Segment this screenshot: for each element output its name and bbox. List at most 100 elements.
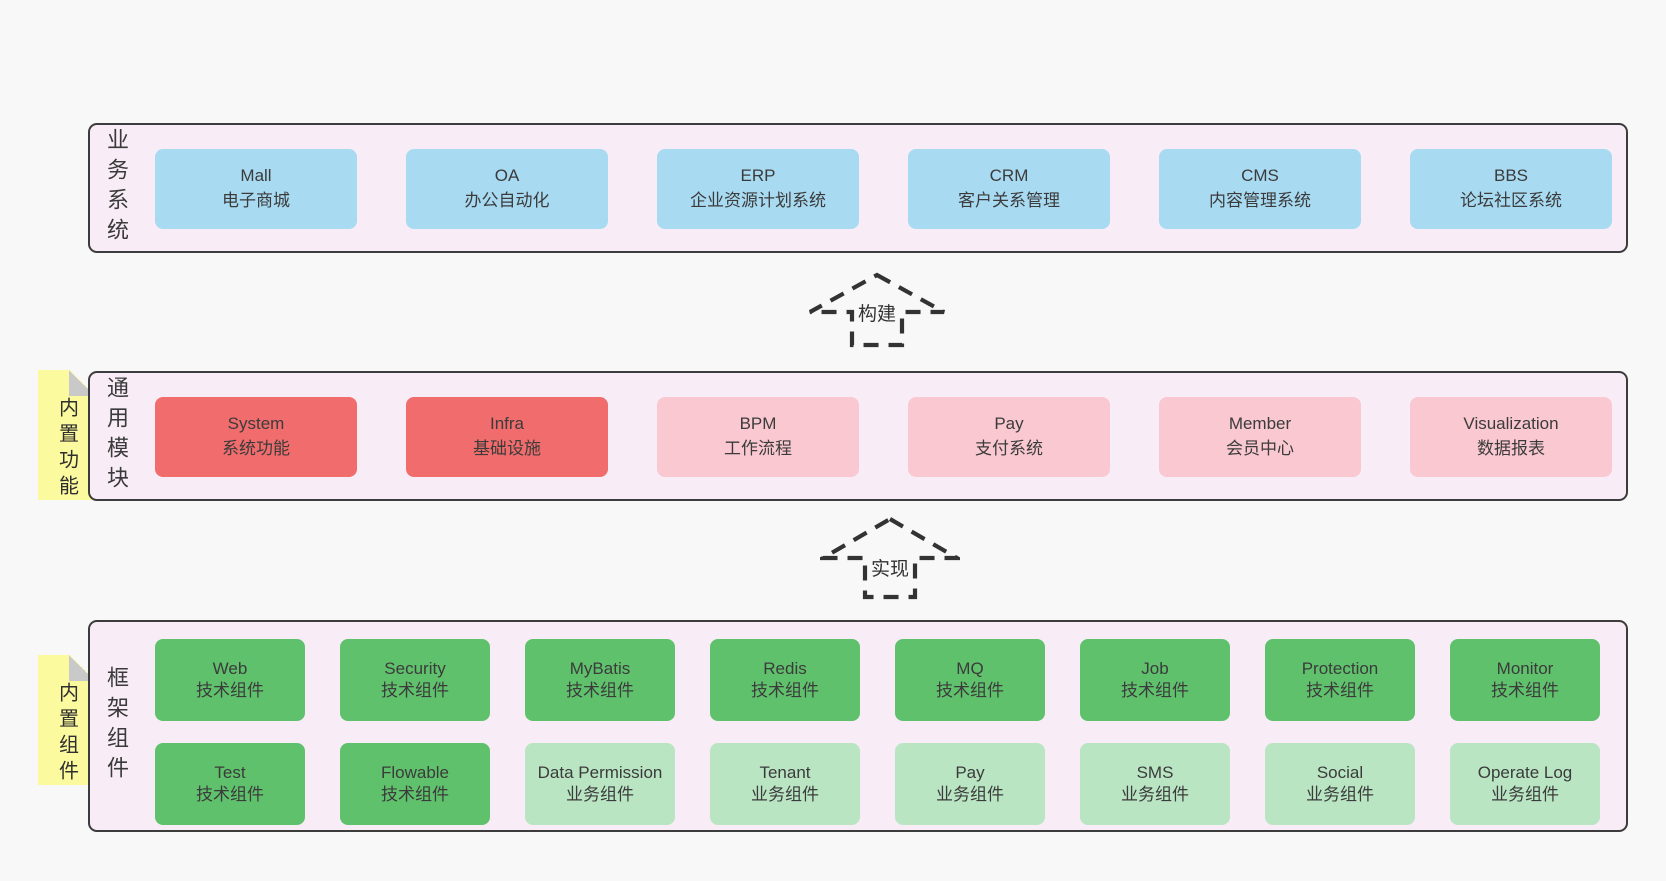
- box-title: Mall: [240, 166, 272, 186]
- box-title: Job: [1141, 658, 1169, 678]
- box-subtitle: 技术组件: [566, 681, 634, 700]
- box-title: Security: [384, 658, 446, 678]
- box-title: Visualization: [1463, 414, 1559, 434]
- box-subtitle: 办公自动化: [464, 191, 550, 210]
- box-flowable: Flowable 技术组件: [340, 743, 490, 825]
- box-pay-component: Pay 业务组件: [895, 743, 1045, 825]
- box-title: Monitor: [1496, 658, 1554, 678]
- box-subtitle: 电子商城: [222, 191, 290, 210]
- box-subtitle: 技术组件: [936, 681, 1004, 700]
- box-subtitle: 数据报表: [1477, 439, 1545, 458]
- box-subtitle: 论坛社区系统: [1460, 191, 1562, 210]
- implement-arrow-label: 实现: [867, 554, 913, 581]
- box-subtitle: 业务组件: [751, 785, 819, 804]
- box-title: Data Permission: [537, 762, 663, 782]
- box-web: Web 技术组件: [155, 639, 305, 721]
- build-arrow-label: 构建: [854, 299, 900, 326]
- box-subtitle: 技术组件: [1121, 681, 1189, 700]
- box-mybatis: MyBatis 技术组件: [525, 639, 675, 721]
- box-title: Social: [1316, 762, 1364, 782]
- framework-components-row-2: Test 技术组件 Flowable 技术组件 Data Permission …: [155, 743, 1600, 825]
- box-title: Member: [1228, 414, 1292, 434]
- built-in-functions-note: 内置功能: [38, 370, 95, 501]
- box-subtitle: 技术组件: [196, 681, 264, 700]
- box-erp: ERP 企业资源计划系统: [657, 149, 859, 229]
- built-in-components-note: 内置组件: [38, 655, 95, 786]
- box-subtitle: 业务组件: [566, 785, 634, 804]
- box-subtitle: 业务组件: [1306, 785, 1374, 804]
- box-mall: Mall 电子商城: [155, 149, 357, 229]
- business-systems-label: 业务系统: [104, 128, 129, 248]
- box-subtitle: 支付系统: [975, 439, 1043, 458]
- business-systems-panel: 业务系统 Mall 电子商城 OA 办公自动化 ERP 企业资源计划系统 CRM…: [88, 123, 1628, 253]
- box-bbs: BBS 论坛社区系统: [1410, 149, 1612, 229]
- framework-components-panel: 框架组件 Web 技术组件 Security 技术组件 MyBatis 技术组件…: [88, 620, 1628, 832]
- box-subtitle: 业务组件: [936, 785, 1004, 804]
- box-title: CRM: [989, 166, 1029, 186]
- up-arrow-icon: [820, 516, 960, 600]
- box-subtitle: 技术组件: [1491, 681, 1559, 700]
- build-arrow: 构建: [807, 272, 947, 348]
- box-bpm: BPM 工作流程: [657, 397, 859, 477]
- box-subtitle: 技术组件: [196, 785, 264, 804]
- box-social: Social 业务组件: [1265, 743, 1415, 825]
- box-title: MyBatis: [569, 658, 631, 678]
- box-title: Test: [214, 762, 246, 782]
- box-title: BPM: [739, 414, 777, 434]
- box-redis: Redis 技术组件: [710, 639, 860, 721]
- box-subtitle: 技术组件: [751, 681, 819, 700]
- box-job: Job 技术组件: [1080, 639, 1230, 721]
- common-modules-panel: 通用模块 System 系统功能 Infra 基础设施 BPM 工作流程 Pay…: [88, 371, 1628, 501]
- box-title: ERP: [740, 166, 776, 186]
- business-systems-row: Mall 电子商城 OA 办公自动化 ERP 企业资源计划系统 CRM 客户关系…: [155, 149, 1612, 229]
- box-title: Tenant: [759, 762, 811, 782]
- box-oa: OA 办公自动化: [406, 149, 608, 229]
- box-system: System 系统功能: [155, 397, 357, 477]
- box-title: Redis: [763, 658, 807, 678]
- box-operate-log: Operate Log 业务组件: [1450, 743, 1600, 825]
- box-subtitle: 业务组件: [1491, 785, 1559, 804]
- box-subtitle: 系统功能: [222, 439, 290, 458]
- box-title: MQ: [956, 658, 984, 678]
- box-protection: Protection 技术组件: [1265, 639, 1415, 721]
- box-subtitle: 技术组件: [381, 681, 449, 700]
- box-title: BBS: [1493, 166, 1529, 186]
- box-title: CMS: [1241, 166, 1279, 186]
- framework-components-label: 框架组件: [104, 666, 129, 786]
- implement-arrow: 实现: [820, 516, 960, 600]
- box-crm: CRM 客户关系管理: [908, 149, 1110, 229]
- box-visualization: Visualization 数据报表: [1410, 397, 1612, 477]
- box-subtitle: 业务组件: [1121, 785, 1189, 804]
- up-arrow-icon: [808, 272, 946, 348]
- box-subtitle: 技术组件: [381, 785, 449, 804]
- box-tenant: Tenant 业务组件: [710, 743, 860, 825]
- box-title: SMS: [1136, 762, 1174, 782]
- box-title: Pay: [955, 762, 985, 782]
- box-title: OA: [494, 166, 520, 186]
- box-title: Operate Log: [1477, 762, 1573, 782]
- box-subtitle: 基础设施: [473, 439, 541, 458]
- box-infra: Infra 基础设施: [406, 397, 608, 477]
- box-title: System: [227, 414, 285, 434]
- box-title: Protection: [1301, 658, 1379, 678]
- common-modules-row: System 系统功能 Infra 基础设施 BPM 工作流程 Pay 支付系统…: [155, 397, 1612, 477]
- box-member: Member 会员中心: [1159, 397, 1361, 477]
- box-sms: SMS 业务组件: [1080, 743, 1230, 825]
- box-monitor: Monitor 技术组件: [1450, 639, 1600, 721]
- common-modules-label: 通用模块: [104, 376, 129, 496]
- note-label: 内置功能: [55, 397, 78, 501]
- box-subtitle: 企业资源计划系统: [690, 191, 826, 210]
- box-title: Pay: [994, 414, 1024, 434]
- box-subtitle: 客户关系管理: [958, 191, 1060, 210]
- box-title: Infra: [489, 414, 525, 434]
- box-subtitle: 技术组件: [1306, 681, 1374, 700]
- box-cms: CMS 内容管理系统: [1159, 149, 1361, 229]
- box-mq: MQ 技术组件: [895, 639, 1045, 721]
- box-subtitle: 会员中心: [1226, 439, 1294, 458]
- framework-components-row-1: Web 技术组件 Security 技术组件 MyBatis 技术组件 Redi…: [155, 639, 1600, 721]
- box-data-permission: Data Permission 业务组件: [525, 743, 675, 825]
- box-subtitle: 内容管理系统: [1209, 191, 1311, 210]
- box-test: Test 技术组件: [155, 743, 305, 825]
- box-pay-system: Pay 支付系统: [908, 397, 1110, 477]
